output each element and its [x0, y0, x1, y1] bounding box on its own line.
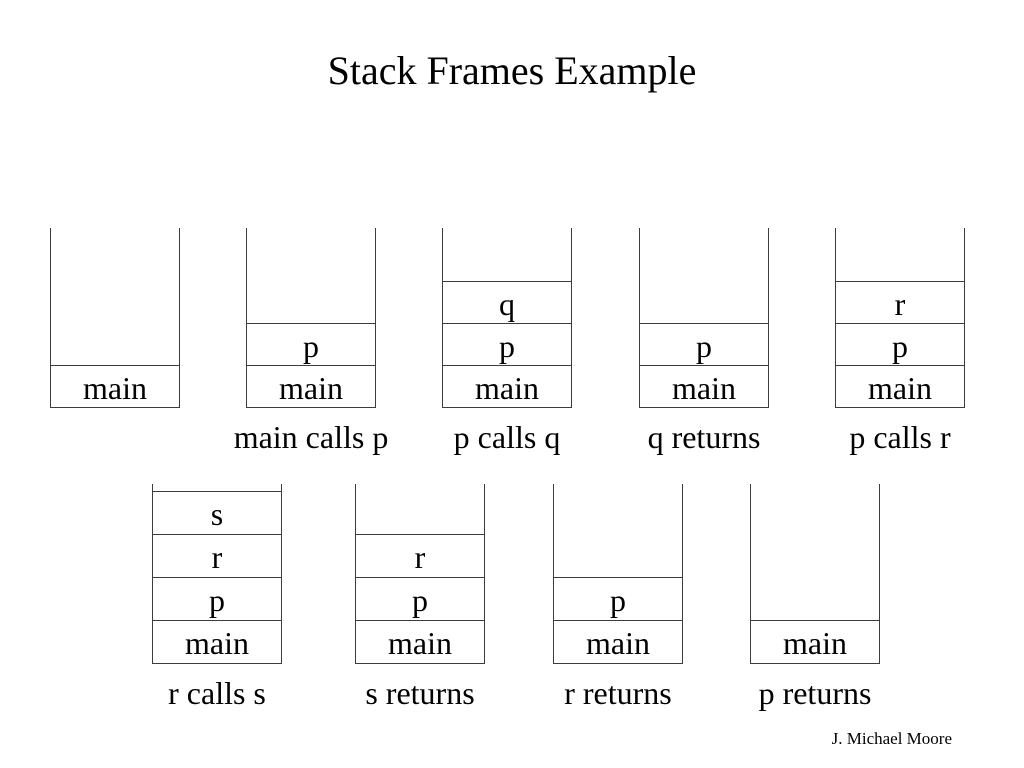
stack-frame: p [356, 577, 484, 620]
stack-frame: main [751, 620, 879, 663]
stack-frame: main [153, 620, 281, 663]
stack-caption: r calls s [168, 675, 266, 711]
stack-caption: p calls r [849, 419, 951, 455]
stack-frame: q [443, 281, 571, 323]
stack-caption: q returns [647, 419, 761, 455]
stack-frame: main [51, 365, 179, 407]
stack-frame: main [554, 620, 682, 663]
stack-frame: p [247, 323, 375, 365]
stack-well: main [50, 228, 180, 408]
stack-caption: r returns [564, 675, 672, 711]
footer-credit: J. Michael Moore [831, 729, 952, 748]
stack-frame: r [356, 534, 484, 577]
stack-frame: p [836, 323, 964, 365]
stack-frame: main [443, 365, 571, 407]
stack-caption: p returns [758, 675, 872, 711]
stack-caption: p calls q [453, 419, 561, 455]
stack-frame: main [247, 365, 375, 407]
stack-frame: p [640, 323, 768, 365]
stack-frame: p [153, 577, 281, 620]
stack-frame: r [836, 281, 964, 323]
stack-frame: p [443, 323, 571, 365]
slide-title: Stack Frames Example [327, 48, 697, 93]
stack-frame: main [836, 365, 964, 407]
stack-well: main [750, 484, 880, 664]
stack-caption: s returns [365, 675, 475, 711]
stack-frame: r [153, 534, 281, 577]
stack-frame: p [554, 577, 682, 620]
stack-frame: s [153, 491, 281, 534]
stack-frame: main [356, 620, 484, 663]
stack-frame: main [640, 365, 768, 407]
stack-caption: main calls p [233, 419, 389, 455]
